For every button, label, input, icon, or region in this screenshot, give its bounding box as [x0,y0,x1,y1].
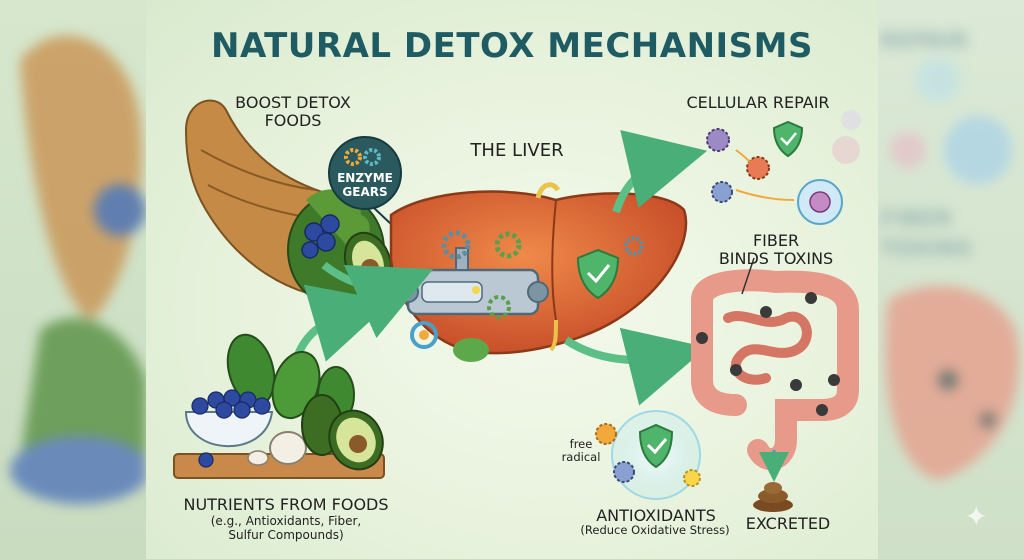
enzyme-line1: ENZYME [337,171,393,185]
boost-foods-label: BOOST DETOX FOODS [228,93,358,131]
free-radical-orange-icon [595,423,617,445]
sparkle-icon: ✦ [964,501,988,532]
antioxidants-cluster [595,410,701,500]
machine-gear-green-icon [494,231,522,259]
boost-foods-line2: FOODS [264,111,322,131]
fiber-label: FIBER BINDS TOXINS [706,231,846,269]
antioxidants-sub-label: (Reduce Oxidative Stress) [580,523,730,537]
background-right-blur: REPAIR FIBER TOXINS [878,0,1024,559]
nutrients-label: NUTRIENTS FROM FOODS [183,495,389,514]
nutrients-sub-line1: (e.g., Antioxidants, Fiber, [210,514,362,528]
fiber-line2: BINDS TOXINS [718,249,834,269]
infographic-panel: NATURAL DETOX MECHANISMS [146,0,878,559]
shield-icon [772,120,804,158]
cell-icon [797,179,843,225]
nutrients-sub-label: (e.g., Antioxidants, Fiber, Sulfur Compo… [166,514,406,543]
enzyme-line2: GEARS [342,184,388,199]
nutrients-sub-line2: Sulfur Compounds) [228,527,344,542]
blurred-cells-icon: REPAIR FIBER TOXINS [880,29,1020,480]
free-radical-line2: radical [561,450,601,465]
antioxidant-shield-icon [638,423,674,469]
excreted-label: EXCRETED [745,514,831,533]
gear-icon [344,148,381,166]
free-radical-label: free radical [556,437,606,465]
blueberry-bowl-icon [184,389,274,468]
liver-shield-icon [576,236,644,300]
bg-fiber-text: FIBER [880,207,952,232]
garlic-icon [247,431,307,466]
enzyme-gears-label: ENZYME GEARS [329,171,401,200]
stool-icon [753,482,793,512]
free-radical-icon [706,128,770,203]
bg-toxins-text: TOXINS [880,237,972,262]
bg-repair-text: REPAIR [880,29,968,54]
enzyme-gears-badge [328,136,409,241]
cellular-repair-label: CELLULAR REPAIR [686,93,830,112]
arrow-liver-to-intestine [563,327,708,406]
machine-gear-icon [441,230,471,260]
blurred-cornucopia-icon [10,35,146,504]
arrow-liver-to-repair [612,129,708,214]
intestine-icon [691,257,859,482]
antioxidants-label: ANTIOXIDANTS [596,506,716,525]
blueberries-icon [301,214,340,259]
liver-label: THE LIVER [470,140,564,161]
boost-foods-line1: BOOST DETOX [235,93,351,112]
nutrient-foods-group [173,333,385,479]
fiber-line1: FIBER [752,231,800,250]
free-radical-line1: free [569,437,593,451]
page-title: NATURAL DETOX MECHANISMS [210,26,813,66]
background-left-blur [0,0,146,559]
cellular-repair-cluster [706,110,861,225]
avocado-half-icon [301,394,384,471]
filter-machine-icon [397,230,549,349]
detox-diagram [173,99,861,512]
